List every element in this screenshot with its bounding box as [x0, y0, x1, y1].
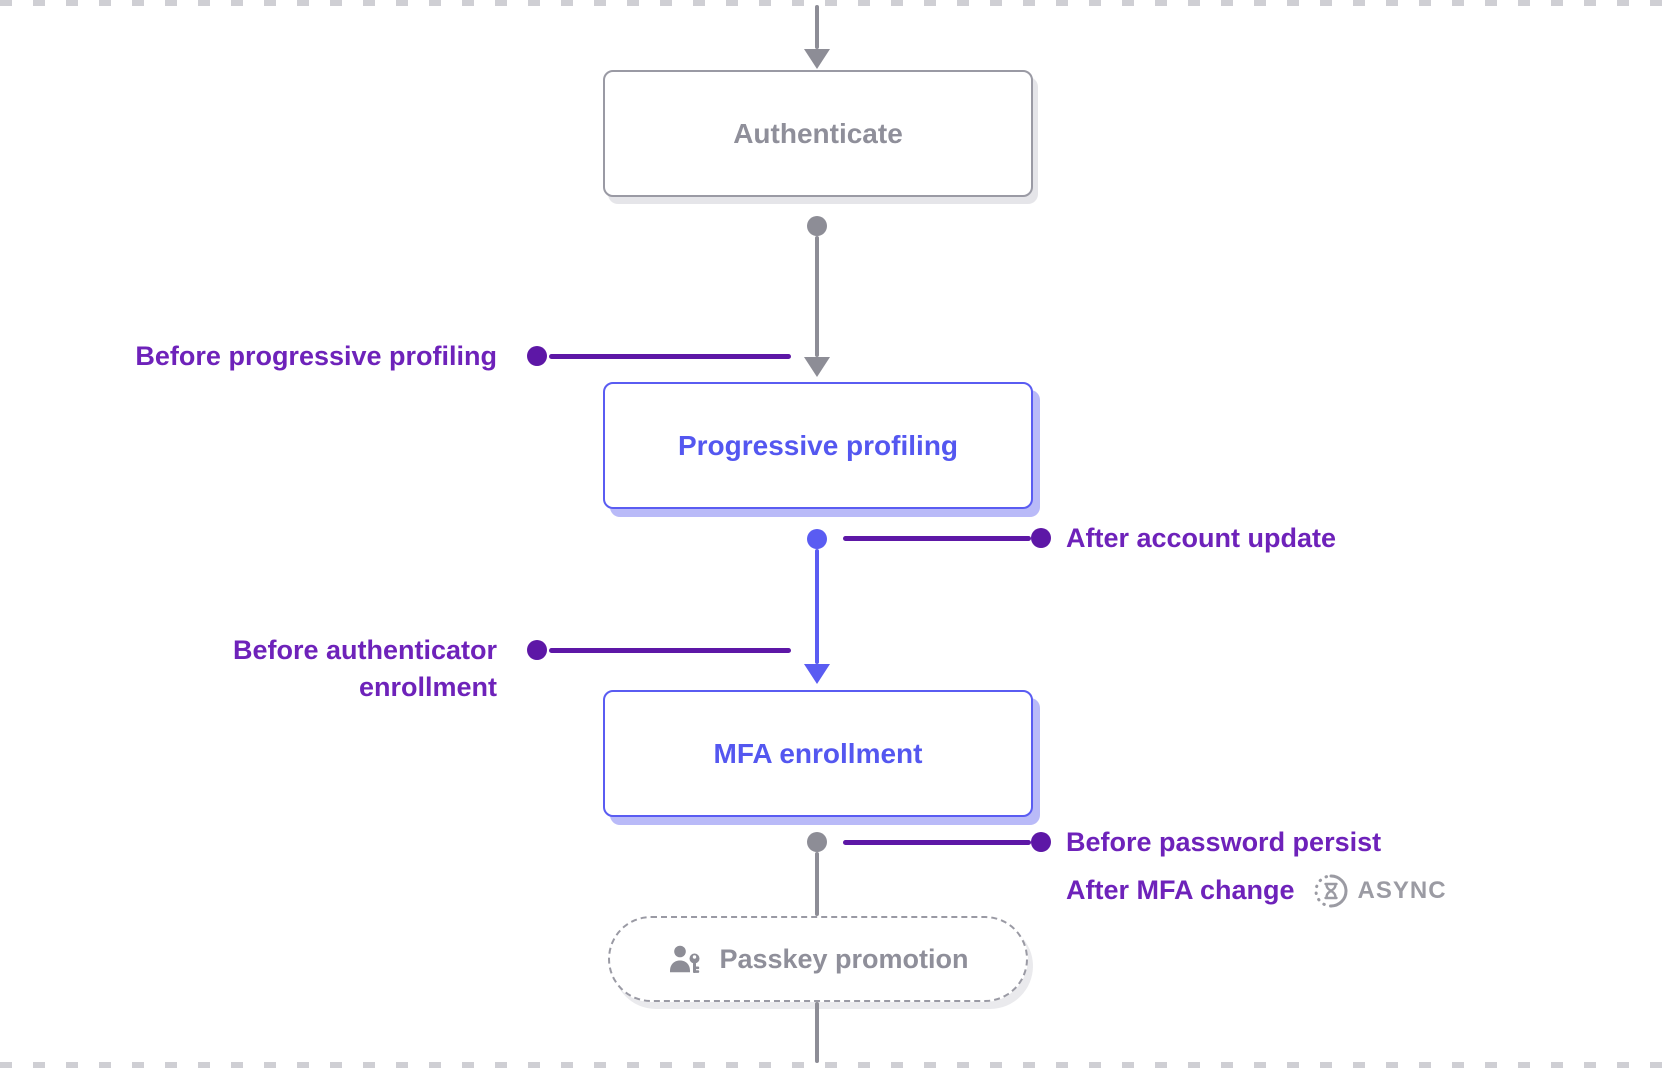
connector-dot-progressive-out	[807, 529, 827, 549]
node-progressive-profiling[interactable]: Progressive profiling	[603, 382, 1033, 509]
connector-top-to-authenticate	[815, 5, 819, 49]
node-passkey-promotion[interactable]: Passkey promotion	[608, 916, 1028, 1002]
connector-dot-mfa-out	[807, 832, 827, 852]
hook-label-before-password-persist[interactable]: Before password persist	[1066, 827, 1382, 857]
hook-line-after-account-update	[843, 536, 1031, 541]
top-boundary-dashed-line	[0, 0, 1666, 6]
hook-label-after-account-update[interactable]: After account update	[1066, 523, 1337, 553]
hook-row-after-mfa-change: After MFA change ASYNC	[1066, 872, 1447, 909]
node-authenticate-label: Authenticate	[733, 117, 903, 149]
hook-dot-before-authenticator-enrollment	[527, 640, 547, 660]
hook-dot-before-password-persist	[1031, 832, 1051, 852]
hook-label-before-progressive-profiling[interactable]: Before progressive profiling	[135, 341, 497, 371]
node-progressive-profiling-label: Progressive profiling	[677, 429, 959, 461]
connector-dot-authenticate-out	[807, 216, 827, 236]
hook-label-before-authenticator-enrollment[interactable]: Before authenticator enrollment	[100, 632, 497, 706]
node-mfa-enrollment-label: MFA enrollment	[713, 737, 923, 769]
hook-dot-after-account-update	[1031, 528, 1051, 548]
hook-label-after-mfa-change[interactable]: After MFA change	[1066, 875, 1295, 905]
hook-line-before-authenticator-enrollment	[549, 648, 791, 653]
node-authenticate[interactable]: Authenticate	[603, 70, 1033, 197]
arrowhead-into-mfa-enrollment	[804, 664, 830, 684]
arrowhead-into-progressive-profiling	[804, 357, 830, 377]
arrowhead-into-authenticate	[804, 49, 830, 69]
node-mfa-enrollment[interactable]: MFA enrollment	[603, 690, 1033, 817]
hook-dot-before-progressive-profiling	[527, 346, 547, 366]
connector-authenticate-to-progressive	[815, 236, 819, 357]
connector-passkey-to-bottom	[815, 1002, 819, 1063]
hook-label-line1: Before authenticator	[232, 635, 497, 665]
hook-label-line2: enrollment	[358, 672, 497, 702]
connector-mfa-to-passkey	[815, 852, 819, 916]
async-badge: ASYNC	[1313, 873, 1447, 909]
user-key-icon	[667, 941, 705, 977]
hourglass-async-icon	[1313, 873, 1349, 909]
node-passkey-promotion-label: Passkey promotion	[719, 943, 969, 974]
bottom-boundary-dashed-line	[0, 1062, 1666, 1068]
hook-line-before-progressive-profiling	[549, 354, 791, 359]
hook-line-before-password-persist	[843, 840, 1031, 845]
connector-progressive-to-mfa	[815, 549, 819, 664]
async-badge-label: ASYNC	[1357, 876, 1447, 904]
